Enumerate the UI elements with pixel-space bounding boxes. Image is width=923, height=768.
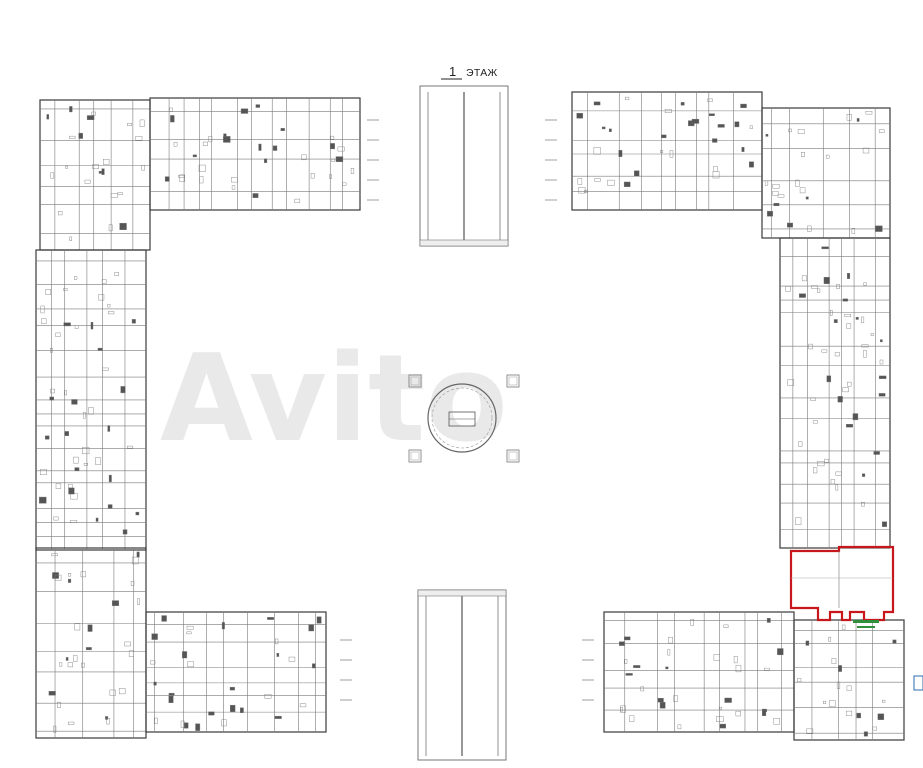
wing-top-left [39, 99, 151, 251]
green-marker [853, 620, 879, 628]
wing-top-right [761, 107, 891, 239]
legend-marker [913, 675, 923, 691]
wing-top-left-horizontal [149, 97, 361, 211]
building-blocks [35, 91, 905, 741]
parking-ramp-top [419, 85, 509, 247]
vent-shaft [506, 449, 520, 463]
vent-shaft [506, 374, 520, 388]
vent-shaft [408, 449, 422, 463]
round-pavilion [427, 383, 497, 453]
highlighted-unit[interactable] [789, 545, 895, 622]
floor-label: ЭТАЖ [466, 67, 498, 79]
parking-ramp-bottom [417, 589, 507, 761]
floor-number: 1 [449, 64, 456, 79]
floor-title: 1 ЭТАЖ [441, 64, 498, 80]
wing-bottom-left-horizontal [145, 611, 327, 733]
vent-shaft [408, 374, 422, 388]
wing-bottom-right [793, 619, 905, 741]
courtyard [408, 85, 520, 761]
wing-right [779, 237, 891, 549]
avito-watermark: Avito [160, 330, 508, 469]
